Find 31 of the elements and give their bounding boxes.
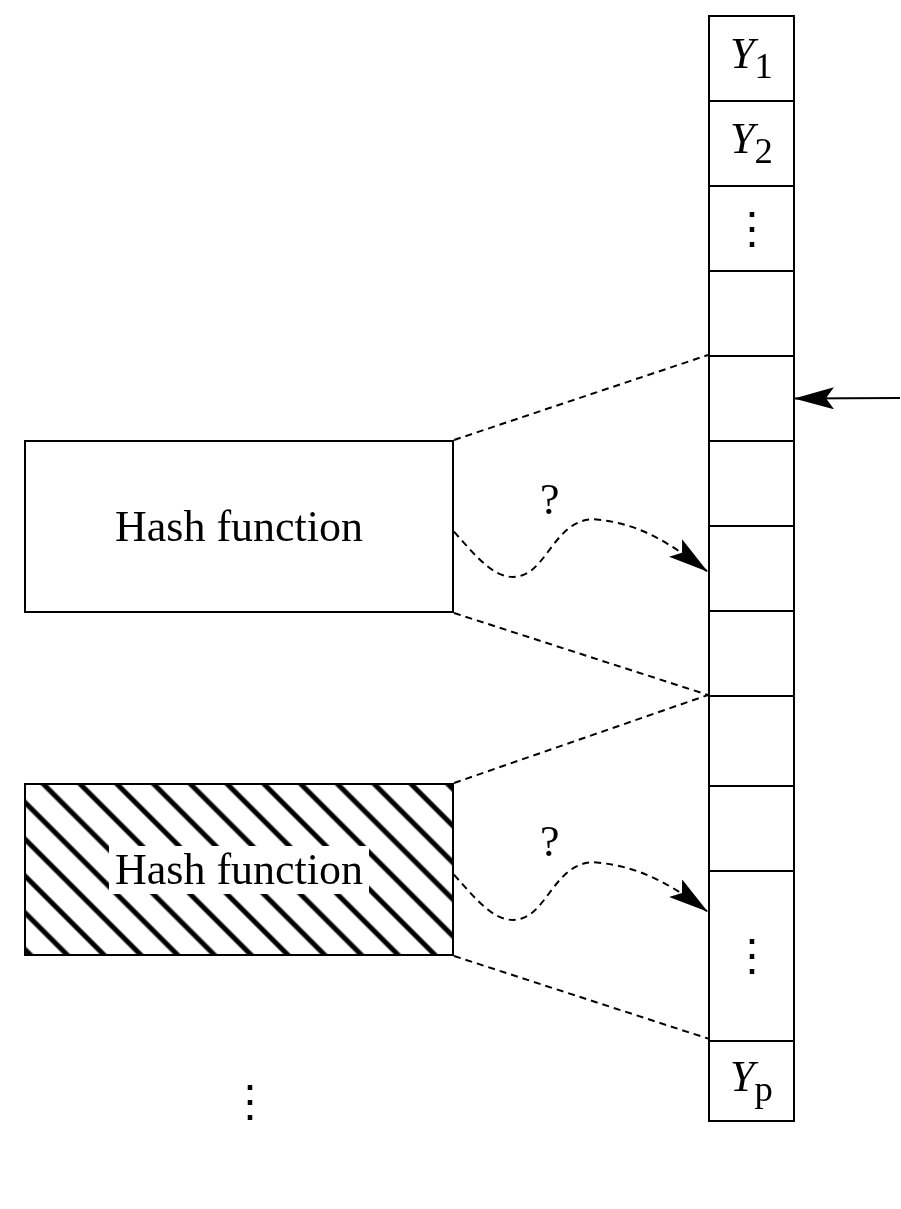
dashed-line bbox=[453, 612, 709, 696]
edge-label: ? bbox=[540, 820, 560, 864]
cell-label: ⋮ bbox=[729, 206, 774, 251]
table-cell bbox=[708, 785, 795, 872]
cell-label: ⋮ bbox=[729, 934, 774, 978]
table-cell bbox=[708, 610, 795, 697]
table-cell bbox=[708, 100, 795, 187]
box-label: Hash function bbox=[108, 845, 370, 894]
table-cell bbox=[708, 270, 795, 357]
box-label: Hash function bbox=[114, 504, 364, 549]
dashed-line bbox=[453, 694, 709, 784]
table-cell bbox=[708, 440, 795, 527]
table-cell bbox=[708, 1040, 795, 1122]
table-cell bbox=[708, 695, 795, 787]
process-box bbox=[24, 440, 454, 613]
table-cell bbox=[708, 870, 795, 1042]
dashed-arrow bbox=[453, 518, 708, 578]
cell-label: Y$_{p}$ bbox=[730, 1054, 773, 1108]
cell-label: Y$_{2}$ bbox=[730, 117, 773, 170]
table-cell bbox=[708, 185, 795, 272]
dashed-arrow bbox=[453, 861, 708, 921]
arrow bbox=[794, 387, 901, 410]
edge-label: ? bbox=[540, 478, 560, 522]
dashed-line bbox=[453, 955, 709, 1040]
table-cell bbox=[708, 355, 795, 442]
ellipsis-label: ⋮ bbox=[228, 1080, 272, 1124]
cell-label: Y$_{1}$ bbox=[730, 32, 773, 85]
table-cell bbox=[708, 525, 795, 612]
table-cell bbox=[708, 15, 795, 102]
hatched-process-box bbox=[24, 783, 454, 956]
dashed-line bbox=[453, 354, 709, 441]
